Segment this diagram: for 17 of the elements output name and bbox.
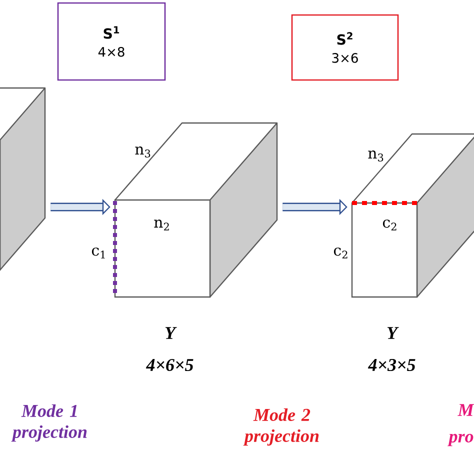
matrix-box: S$^{2}$ 3×6: [291, 14, 399, 81]
caption-text: Mode 2 projection: [243, 408, 319, 446]
caption-text: pro: [448, 434, 474, 446]
caption-text: Y: [165, 327, 177, 339]
dimension-label: c$_{2}$: [382, 220, 396, 230]
caption-text: 4×3×5: [368, 358, 416, 372]
matrix-box: S$^{1}$ 4×8: [57, 2, 166, 81]
caption-text: Y: [387, 327, 399, 339]
dimension-label: n$_{2}$: [154, 220, 169, 230]
caption-text: Mode 1 projection: [11, 404, 87, 442]
caption-text: M: [458, 404, 474, 416]
dimension-label: c$_{1}$: [92, 248, 105, 258]
dimension-label: n$_{3}$: [368, 150, 384, 162]
caption-text: 4×6×5: [146, 358, 194, 372]
dimension-label: n$_{3}$: [135, 146, 150, 158]
cube-drawing: [0, 87, 46, 271]
dimension-label: c$_{2}$: [334, 248, 348, 258]
